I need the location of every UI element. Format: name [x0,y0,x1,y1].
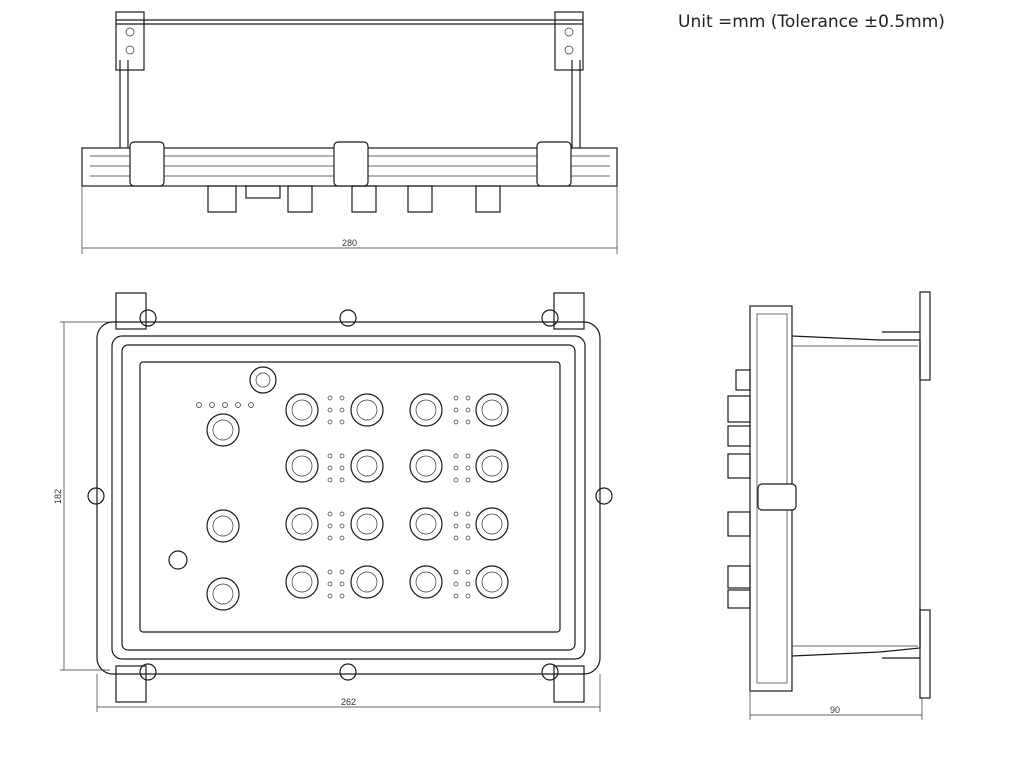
unit-note: Unit =mm (Tolerance ±0.5mm) [678,12,945,32]
ground-screw [249,366,277,394]
io-connector [206,577,240,611]
side-depth-dimension: 90 [830,705,840,715]
led-row [196,402,254,408]
front-height-dimension: 182 [53,489,63,504]
top-view: 280 [81,11,618,254]
top-right-bracket [554,11,584,71]
top-width-dimension: 280 [342,238,357,248]
small-screw [168,550,188,570]
side-view: 90 [727,291,931,720]
front-width-dimension: 262 [341,697,356,707]
front-plate [139,361,561,633]
top-left-bracket [115,11,145,71]
console-connector [206,509,240,543]
power-connector [206,413,240,447]
front-view: 182 262 [53,292,613,712]
port-grid [285,393,509,599]
port-leds [327,395,471,599]
front-housing-outer [96,321,601,675]
